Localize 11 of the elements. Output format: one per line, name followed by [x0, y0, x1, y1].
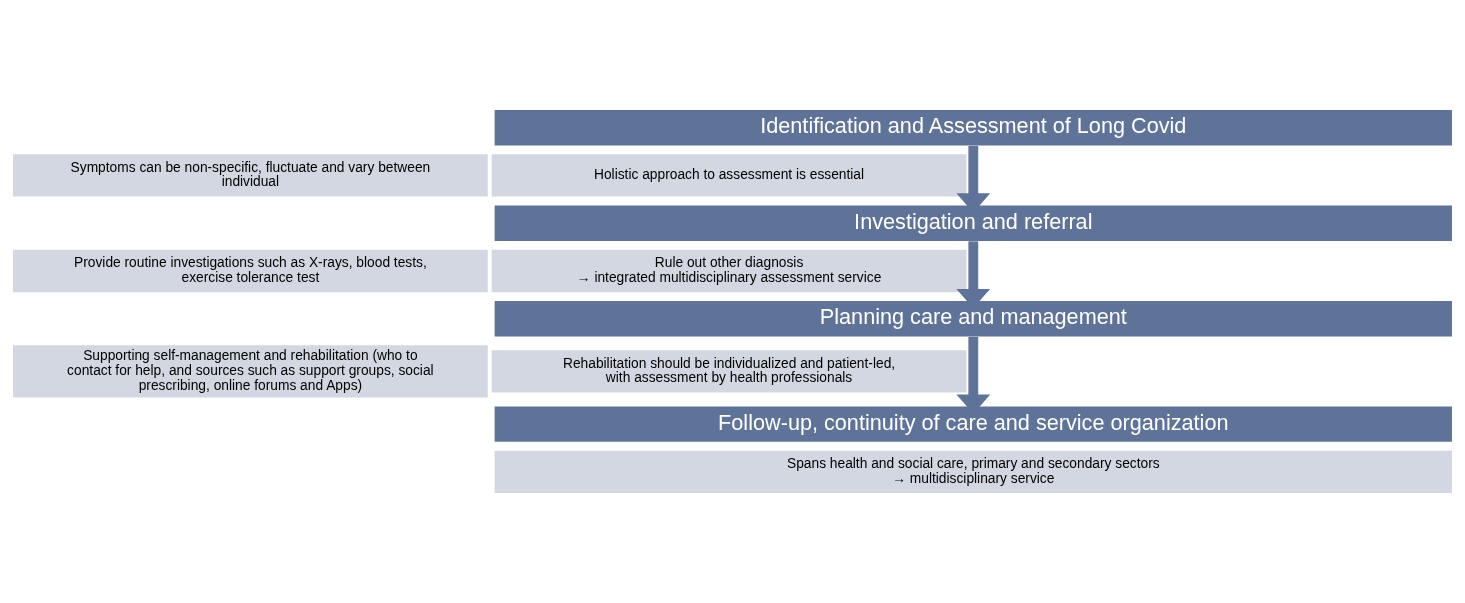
node-box: Rule out other diagnosis → integrated multidisciplinary assessment service [491, 249, 967, 293]
node-box: Supporting self-management and rehabilitation (who to contact for help, and sources such as support groups, social prescribing, online forums and Apps) [13, 345, 488, 398]
node-box: Planning care and management [494, 301, 1452, 337]
node-box: Identification and Assessment of Long Covid [494, 109, 1452, 146]
node-box: Rehabilitation should be individualized and patient-led, with assessment by health professionals [491, 350, 967, 393]
node-box: Spans health and social care, primary and secondary sectors → multidisciplinary service [494, 450, 1452, 494]
node-box: Provide routine investigations such as X-rays, blood tests, exercise tolerance test [13, 249, 488, 293]
node-box: Follow-up, continuity of care and service organization [494, 406, 1452, 442]
node-box: Holistic approach to assessment is essential [491, 154, 967, 197]
node-box: Symptoms can be non-specific, fluctuate and vary between individual [13, 154, 488, 197]
node-box: Investigation and referral [494, 205, 1452, 241]
